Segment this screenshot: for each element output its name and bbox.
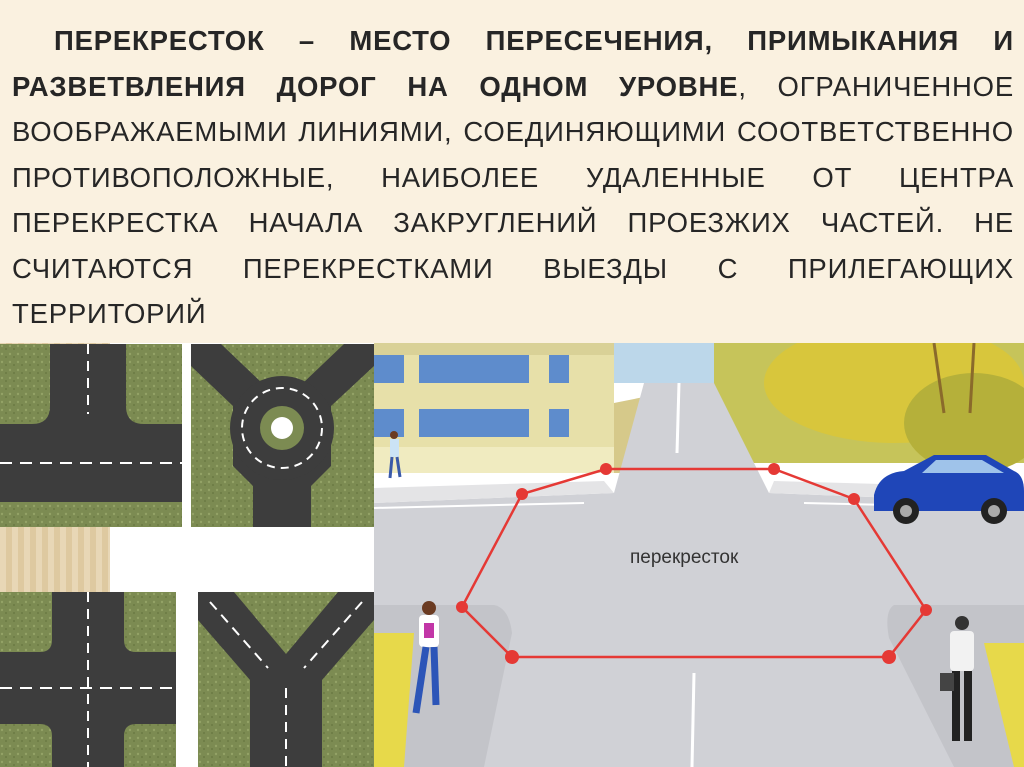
diagram-roundabout <box>191 344 374 527</box>
definition-rest: , ОГРАНИЧЕННОЕ ВООБРАЖАЕМЫМИ ЛИНИЯМИ, СО… <box>12 70 1015 330</box>
diagram-t-junction <box>0 344 182 527</box>
diagram-y-junction <box>198 592 374 767</box>
definition-term: ПЕРЕКРЕСТОК – МЕСТО ПЕРЕСЕЧЕНИЯ, ПРИМЫКА… <box>12 25 1014 102</box>
boundary-point <box>768 463 780 475</box>
pedestrian-left-icon <box>412 601 440 714</box>
car-icon <box>874 455 1024 524</box>
pedestrian-right-icon <box>940 616 974 741</box>
intersection-label: перекресток <box>630 547 739 568</box>
definition-text: ПЕРЕКРЕСТОК – МЕСТО ПЕРЕСЕЧЕНИЯ, ПРИМЫКА… <box>12 18 1014 337</box>
diagram-crossroads <box>0 592 176 767</box>
trees <box>714 343 1024 473</box>
pedestrian-far-icon <box>388 431 402 479</box>
definition-box: ПЕРЕКРЕСТОК – МЕСТО ПЕРЕСЕЧЕНИЯ, ПРИМЫКА… <box>0 0 1024 343</box>
boundary-point <box>456 601 468 613</box>
boundary-point <box>848 493 860 505</box>
building <box>374 343 614 473</box>
boundary-point <box>882 650 896 664</box>
boundary-point <box>505 650 519 664</box>
boundary-point <box>600 463 612 475</box>
boundary-point <box>516 488 528 500</box>
intersection-illustration: перекресток <box>374 343 1024 767</box>
boundary-point <box>920 604 932 616</box>
